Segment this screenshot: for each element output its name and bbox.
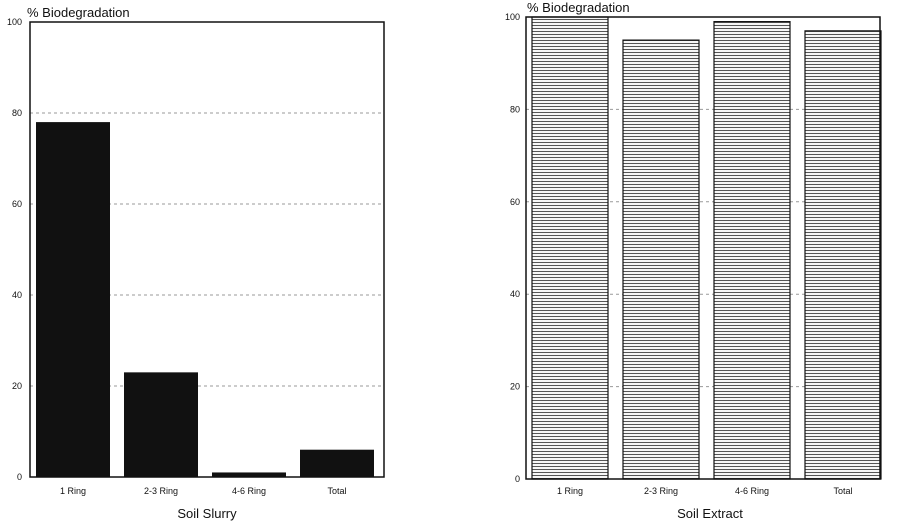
y-tick-label: 0 bbox=[515, 474, 520, 484]
chart-2-category-labels: 1 Ring 2-3 Ring 4-6 Ring Total bbox=[557, 486, 853, 496]
y-tick-label: 40 bbox=[12, 290, 22, 300]
bar-2-3-ring bbox=[124, 372, 198, 477]
category-label: 4-6 Ring bbox=[232, 486, 266, 496]
category-label: Total bbox=[327, 486, 346, 496]
y-tick-label: 20 bbox=[510, 382, 520, 392]
chart-2-y-tick-labels: 0 20 40 60 80 100 bbox=[505, 12, 520, 484]
bar-4-6-ring bbox=[713, 21, 791, 480]
category-label: 2-3 Ring bbox=[644, 486, 678, 496]
y-tick-label: 0 bbox=[17, 472, 22, 482]
category-label: Total bbox=[833, 486, 852, 496]
chart-1-y-tick-labels: 0 20 40 60 80 100 bbox=[7, 17, 22, 482]
bar-2-3-ring bbox=[622, 39, 700, 480]
category-label: 2-3 Ring bbox=[144, 486, 178, 496]
chart-1-bars bbox=[36, 122, 374, 477]
chart-1-gridlines bbox=[30, 112, 384, 387]
chart-1-ylabel: % Biodegradation bbox=[27, 5, 130, 20]
chart-soil-slurry: % Biodegradation 0 20 40 60 80 100 1 Ring 2-3 … bbox=[7, 5, 385, 521]
y-tick-label: 40 bbox=[510, 289, 520, 299]
bar-1-ring bbox=[531, 16, 609, 480]
y-tick-label: 100 bbox=[505, 12, 520, 22]
chart-1-xlabel: Soil Slurry bbox=[177, 506, 237, 521]
chart-soil-extract: % Biodegradation 0 20 40 60 80 100 1 Ring 2-3 … bbox=[505, 0, 882, 521]
chart-1-category-labels: 1 Ring 2-3 Ring 4-6 Ring Total bbox=[60, 486, 347, 496]
chart-2-plot-frame bbox=[525, 16, 881, 480]
y-tick-label: 60 bbox=[12, 199, 22, 209]
bar-total bbox=[804, 30, 882, 480]
chart-2-xlabel: Soil Extract bbox=[677, 506, 743, 521]
chart-2-ylabel: % Biodegradation bbox=[527, 0, 630, 15]
y-tick-label: 100 bbox=[7, 17, 22, 27]
y-tick-label: 60 bbox=[510, 197, 520, 207]
bar-4-6-ring bbox=[212, 472, 286, 477]
category-label: 1 Ring bbox=[557, 486, 583, 496]
chart-1-plot-frame bbox=[29, 21, 385, 478]
bar-total bbox=[300, 449, 374, 477]
chart-2-bars bbox=[531, 16, 882, 480]
y-tick-label: 20 bbox=[12, 381, 22, 391]
y-tick-label: 80 bbox=[510, 104, 520, 114]
bar-1-ring bbox=[36, 122, 110, 477]
category-label: 1 Ring bbox=[60, 486, 86, 496]
category-label: 4-6 Ring bbox=[735, 486, 769, 496]
y-tick-label: 80 bbox=[12, 108, 22, 118]
